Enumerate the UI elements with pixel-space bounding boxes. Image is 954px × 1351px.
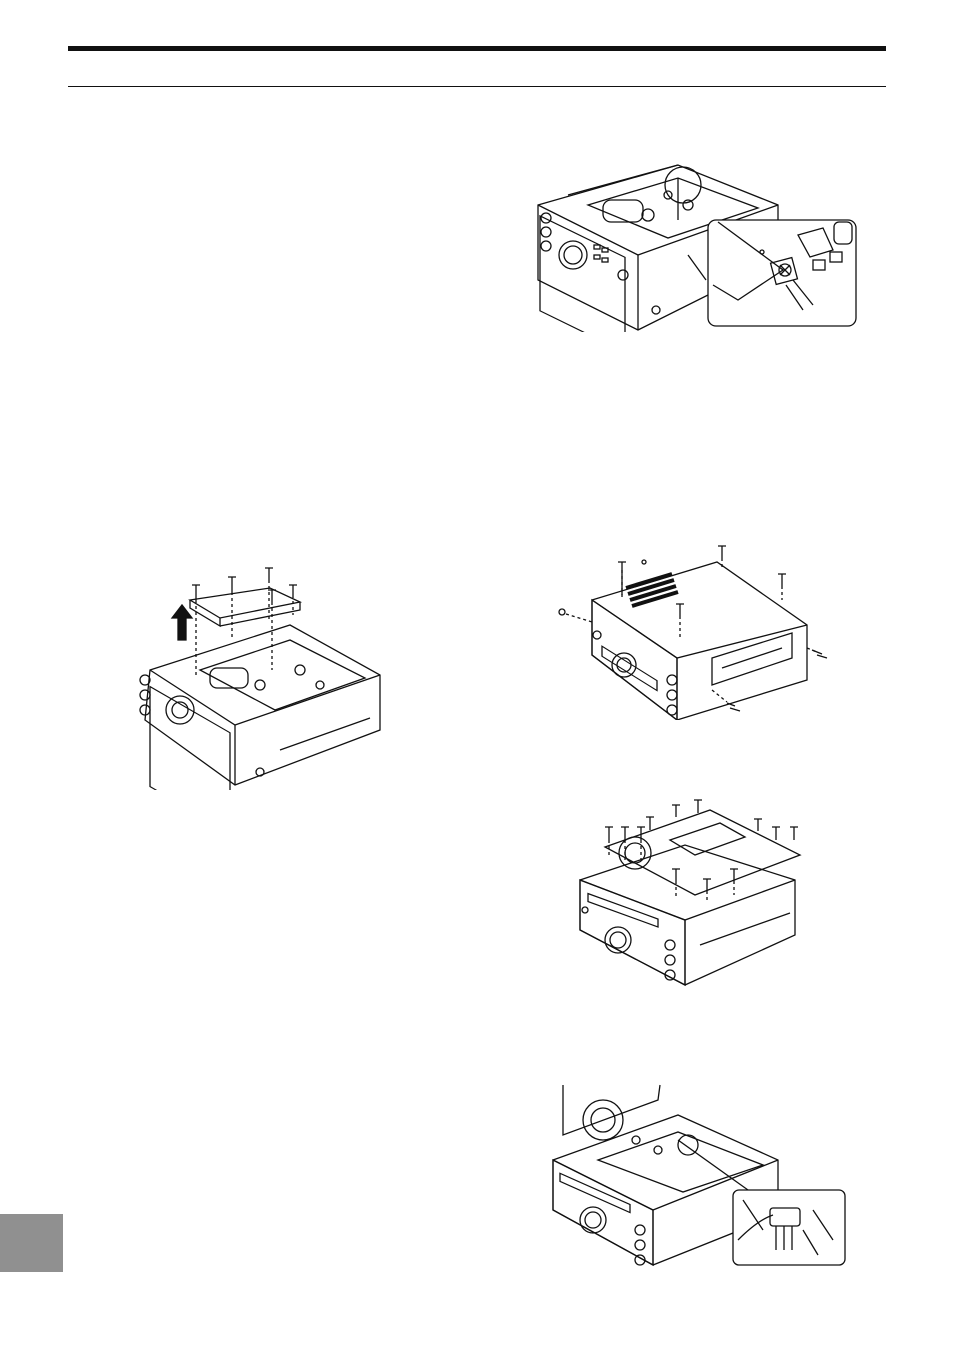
figure-remove-bottom-plate [570,795,810,995]
figure-remove-top-case [552,540,834,720]
figure-speaker-connector [548,1080,848,1270]
figure-open-chassis-detail [528,160,860,332]
header-rule-thin [68,86,886,87]
figure-remove-shield-cover [130,560,392,790]
header-rule-thick [68,46,886,51]
section-thumb-tab [0,1214,63,1272]
